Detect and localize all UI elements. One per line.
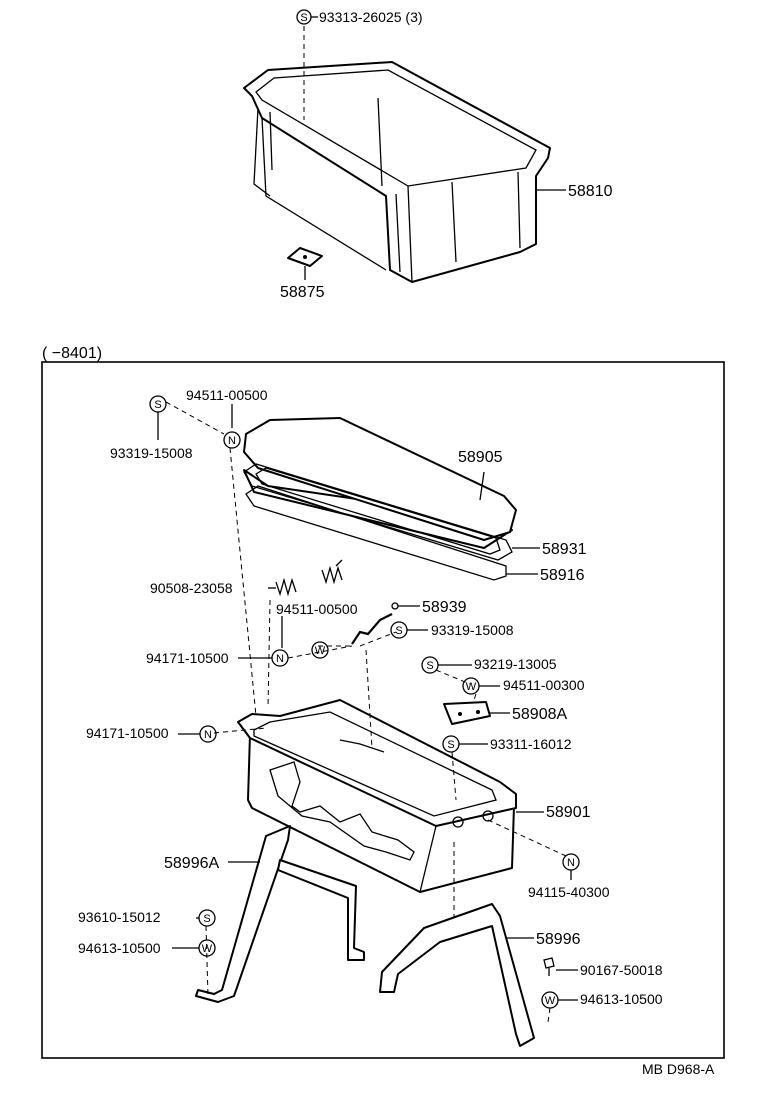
rod-58939-drawing <box>351 613 393 645</box>
box-58901-drawing <box>237 699 517 893</box>
callout-58996: 58996 <box>536 931 581 948</box>
callout-58905: 58905 <box>458 449 503 466</box>
callout-90508-23058: 90508-23058 <box>150 580 233 596</box>
callout-58875: 58875 <box>280 284 325 301</box>
lid-58905-drawing <box>243 417 517 549</box>
callout-94511-00500-a: 94511-00500 <box>186 387 268 403</box>
svg-text:W: W <box>202 943 213 955</box>
svg-text:S: S <box>426 660 433 672</box>
bracket-58908A-drawing <box>443 701 491 725</box>
callout-94171-10500-a: 94171-10500 <box>146 650 229 666</box>
svg-text:S: S <box>154 399 161 411</box>
svg-text:N: N <box>567 857 575 869</box>
callout-58916: 58916 <box>540 567 585 584</box>
spring-90508-drawing <box>275 559 343 597</box>
gasket-58916-drawing <box>245 485 507 581</box>
callout-58908A: 58908A <box>512 706 567 723</box>
tray-58810-drawing <box>243 61 551 283</box>
nut-symbol-94115: N <box>562 853 580 871</box>
callout-90167-50018: 90167-50018 <box>580 962 663 978</box>
screw-symbol-93610: S <box>198 909 216 927</box>
screw-symbol-93319-a: S <box>149 395 167 413</box>
screw-symbol-93311: S <box>442 735 460 753</box>
callout-93313-26025: 93313-26025 (3) <box>319 9 423 25</box>
washer-symbol-94511-b: W <box>311 641 329 659</box>
svg-text:S: S <box>300 12 307 24</box>
callout-94613-10500-b: 94613-10500 <box>580 991 663 1007</box>
callout-93610-15012: 93610-15012 <box>78 909 161 925</box>
callout-94171-10500-b: 94171-10500 <box>86 725 169 741</box>
callout-58901: 58901 <box>546 804 591 821</box>
screw-symbol-93319-b: S <box>390 621 408 639</box>
nut-symbol-94171-a: N <box>271 649 289 667</box>
svg-text:S: S <box>395 625 402 637</box>
drawing-code: MB D968-A <box>642 1061 715 1077</box>
callout-93219-13005: 93219-13005 <box>474 656 557 672</box>
callout-94511-00500-b: 94511-00500 <box>276 601 358 617</box>
top-screw-symbol: S <box>296 9 312 25</box>
callout-94511-00300: 94511-00300 <box>503 677 585 693</box>
callout-93311-16012: 93311-16012 <box>490 736 572 752</box>
svg-text:N: N <box>228 435 236 447</box>
svg-text:N: N <box>276 653 284 665</box>
pad-58875-drawing <box>287 247 323 267</box>
screw-symbol-93219: S <box>421 656 439 674</box>
washer-symbol-94613-b: W <box>541 991 559 1009</box>
callout-58996A: 58996A <box>164 855 219 872</box>
callout-58810: 58810 <box>568 183 613 200</box>
callout-58931: 58931 <box>542 541 587 558</box>
svg-text:N: N <box>204 729 212 741</box>
washer-symbol-94613-a: W <box>198 939 216 957</box>
callout-93319-15008-a: 93319-15008 <box>110 445 193 461</box>
callout-94115-40300: 94115-40300 <box>528 884 610 900</box>
gasket-58931-drawing <box>243 463 513 561</box>
callout-94613-10500-a: 94613-10500 <box>78 940 161 956</box>
svg-text:W: W <box>466 681 477 693</box>
bolt-90167-drawing <box>543 957 555 976</box>
svg-text:S: S <box>447 739 454 751</box>
svg-text:W: W <box>545 995 556 1007</box>
stay-58996A-drawing <box>195 825 365 1003</box>
svg-text:W: W <box>315 645 326 657</box>
callout-58939: 58939 <box>422 599 467 616</box>
svg-text:S: S <box>203 913 210 925</box>
callout-93319-15008-b: 93319-15008 <box>431 622 514 638</box>
applicability-frame <box>41 361 725 1059</box>
nut-symbol-94171-b: N <box>199 725 217 743</box>
stay-58996-drawing <box>379 903 535 1047</box>
nut-symbol-94511-a: N <box>223 431 241 449</box>
washer-symbol-94511-c: W <box>462 677 480 695</box>
range-label: ( −8401) <box>42 345 102 362</box>
